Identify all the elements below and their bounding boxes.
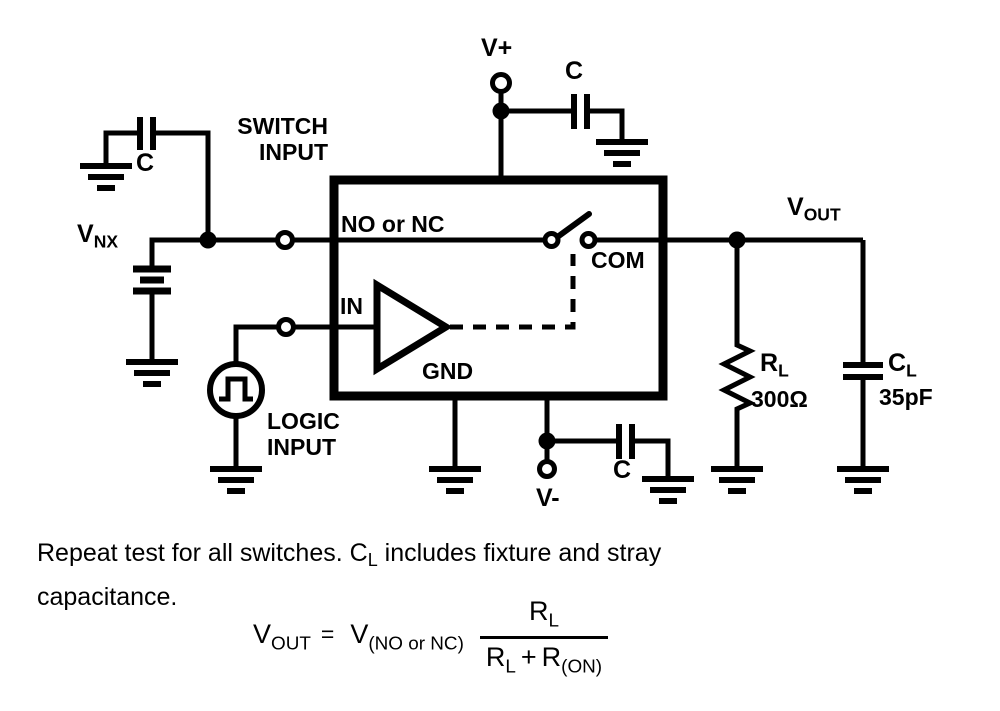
junction-dot: [199, 231, 217, 249]
terminal-vminus: [537, 459, 557, 479]
logic-input-line2: INPUT: [267, 434, 336, 460]
fraction-denominator: RL+R(ON): [479, 635, 609, 679]
pulse-source: [207, 361, 265, 419]
circuit-schematic: [0, 72, 1000, 530]
rl-label: RL: [760, 349, 789, 381]
pulse-waveform-icon: [219, 376, 253, 402]
cap-left-plates: [137, 117, 156, 150]
ground-symbol: [126, 362, 178, 384]
rl-value-label: 300Ω: [751, 386, 808, 412]
ground-symbol: [210, 469, 262, 491]
switch-input-label: SWITCH INPUT: [180, 113, 328, 165]
junction-dots: [199, 102, 746, 450]
switch-lever: [553, 211, 592, 241]
in-label: IN: [340, 293, 363, 319]
vnx-battery: [133, 265, 171, 295]
cap-top-label: C: [565, 57, 584, 85]
wire-vplus-cap-gnd: [590, 108, 625, 141]
analog-switch-symbol: [542, 211, 598, 249]
vminus-label: V-: [536, 484, 560, 512]
ground-symbol: [596, 142, 648, 164]
ground-symbol: [837, 469, 889, 491]
com-label: COM: [591, 247, 645, 273]
switch-contact-left: [542, 231, 561, 249]
note-line1: Repeat test for all switches. CL include…: [37, 539, 662, 571]
wire-vnx: [149, 237, 208, 266]
formula-equals: =: [320, 620, 335, 647]
terminal-vplus: [490, 72, 512, 94]
ground-symbol: [429, 469, 481, 491]
cap-bottom-label: C: [613, 456, 632, 484]
ground-symbol: [80, 166, 132, 188]
wire-switch-input-drop: [156, 130, 211, 240]
junction-dot: [728, 231, 746, 249]
switch-contact-right: [579, 231, 598, 249]
cap-bottom-plates: [616, 424, 635, 459]
wire-logic-in: [233, 324, 374, 364]
buffer-triangle: [373, 278, 453, 376]
fraction-numerator: RL: [528, 596, 559, 632]
ground-symbol: [642, 479, 694, 501]
cap-left-label: C: [136, 149, 155, 177]
vplus-label: V+: [481, 34, 513, 62]
terminals: [275, 72, 557, 479]
wires: [103, 91, 866, 476]
terminal-in: [276, 317, 296, 337]
cap-top-plates: [571, 94, 590, 129]
logic-input-label: LOGIC INPUT: [267, 408, 340, 460]
switch-input-line2: INPUT: [259, 139, 328, 165]
pulse-source-circle: [207, 361, 265, 419]
vnx-label: VNX: [77, 220, 118, 252]
junction-dot: [538, 432, 556, 450]
cl-label: CL: [888, 349, 917, 381]
switch-input-line1: SWITCH: [237, 113, 328, 139]
ground-symbol: [711, 469, 763, 491]
cl-value-label: 35pF: [879, 384, 933, 410]
wire-vminus-cap-gnd: [635, 438, 671, 476]
vout-formula: VOUT = V(NO or NC) RL RL+R(ON): [253, 596, 609, 679]
formula-fraction: RL RL+R(ON): [479, 596, 609, 679]
capacitors: [137, 94, 883, 459]
formula-lhs: VOUT: [253, 618, 311, 655]
no-or-nc-label: NO or NC: [341, 211, 445, 237]
wire-cap-left-lead: [103, 130, 137, 166]
cap-cl-plates: [843, 362, 883, 380]
gnd-label: GND: [422, 358, 474, 384]
note-text: Repeat test for all switches. CL include…: [37, 535, 887, 616]
dashed-control-line: [450, 254, 576, 330]
formula-rhs: V(NO or NC): [350, 618, 464, 655]
note-line2: capacitance.: [37, 583, 178, 612]
terminal-no-nc: [275, 230, 295, 250]
logic-input-line1: LOGIC: [267, 408, 340, 434]
load-resistor: [718, 240, 756, 466]
vout-label: VOUT: [787, 193, 841, 225]
junction-dot: [492, 102, 510, 120]
